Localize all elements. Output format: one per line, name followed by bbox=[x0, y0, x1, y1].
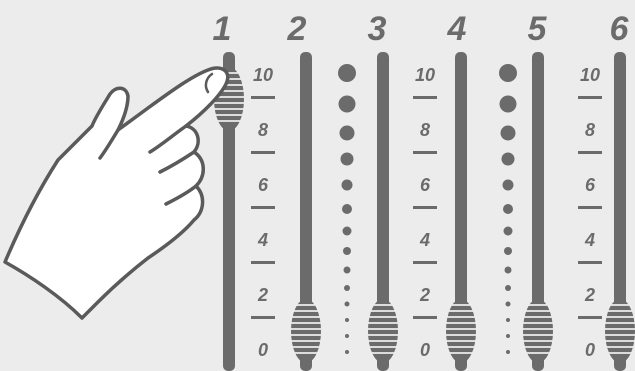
level-dot bbox=[342, 180, 353, 191]
level-dot bbox=[500, 96, 517, 113]
scale-label-6: 6 bbox=[585, 175, 596, 195]
level-dot bbox=[345, 334, 349, 338]
level-dot bbox=[504, 247, 512, 255]
scale-label-8: 8 bbox=[585, 120, 595, 140]
scale-tick bbox=[413, 96, 437, 99]
channel-label-2: 2 bbox=[287, 10, 307, 48]
scale-tick bbox=[251, 316, 275, 319]
scale-tick bbox=[251, 96, 275, 99]
channel-label-4: 4 bbox=[447, 10, 467, 48]
scale-label-2: 2 bbox=[584, 285, 595, 305]
scale-label-0: 0 bbox=[420, 340, 430, 360]
scale-label-4: 4 bbox=[584, 230, 595, 250]
level-dot bbox=[345, 318, 349, 322]
level-dot bbox=[503, 204, 513, 214]
level-dot bbox=[340, 126, 355, 141]
scale-label-0: 0 bbox=[585, 340, 595, 360]
level-dot bbox=[343, 227, 352, 236]
level-dot bbox=[341, 153, 354, 166]
scale-label-4: 4 bbox=[419, 230, 430, 250]
level-dot bbox=[503, 180, 514, 191]
scale-label-10: 10 bbox=[415, 65, 435, 85]
level-dot bbox=[505, 285, 511, 291]
level-dot bbox=[502, 153, 515, 166]
scale-tick bbox=[251, 151, 275, 154]
scale-tick bbox=[413, 261, 437, 264]
scale-label-6: 6 bbox=[258, 175, 269, 195]
scale-label-2: 2 bbox=[257, 285, 268, 305]
scale-tick bbox=[578, 151, 602, 154]
scale-tick bbox=[578, 261, 602, 264]
level-dot bbox=[344, 285, 350, 291]
scale-label-4: 4 bbox=[257, 230, 268, 250]
level-dot bbox=[506, 302, 511, 307]
level-dot bbox=[339, 96, 356, 113]
level-dot bbox=[506, 334, 510, 338]
scale-tick bbox=[578, 96, 602, 99]
channel-label-6: 6 bbox=[610, 10, 630, 48]
scale-tick bbox=[578, 316, 602, 319]
level-dot bbox=[506, 318, 510, 322]
level-dot bbox=[343, 247, 351, 255]
level-dot bbox=[506, 350, 510, 354]
scale-tick bbox=[251, 261, 275, 264]
level-dot bbox=[505, 267, 512, 274]
scale-label-6: 6 bbox=[420, 175, 431, 195]
scale-label-10: 10 bbox=[580, 65, 600, 85]
scale-tick bbox=[578, 206, 602, 209]
level-dot bbox=[499, 64, 517, 82]
level-dot bbox=[504, 227, 513, 236]
level-dot bbox=[345, 350, 349, 354]
level-dot bbox=[501, 126, 516, 141]
scale-label-8: 8 bbox=[258, 120, 268, 140]
level-dot bbox=[338, 64, 356, 82]
level-dot bbox=[342, 204, 352, 214]
scale-label-2: 2 bbox=[419, 285, 430, 305]
scale-label-0: 0 bbox=[258, 340, 268, 360]
channel-label-5: 5 bbox=[528, 10, 548, 48]
scale-tick bbox=[413, 151, 437, 154]
channel-label-3: 3 bbox=[368, 10, 387, 48]
channel-label-1: 1 bbox=[213, 10, 232, 48]
scale-tick bbox=[251, 206, 275, 209]
level-dot bbox=[344, 267, 351, 274]
scale-label-8: 8 bbox=[420, 120, 430, 140]
scale-tick bbox=[413, 206, 437, 209]
level-dot bbox=[345, 302, 350, 307]
scale-tick bbox=[413, 316, 437, 319]
scale-label-10: 10 bbox=[253, 65, 273, 85]
